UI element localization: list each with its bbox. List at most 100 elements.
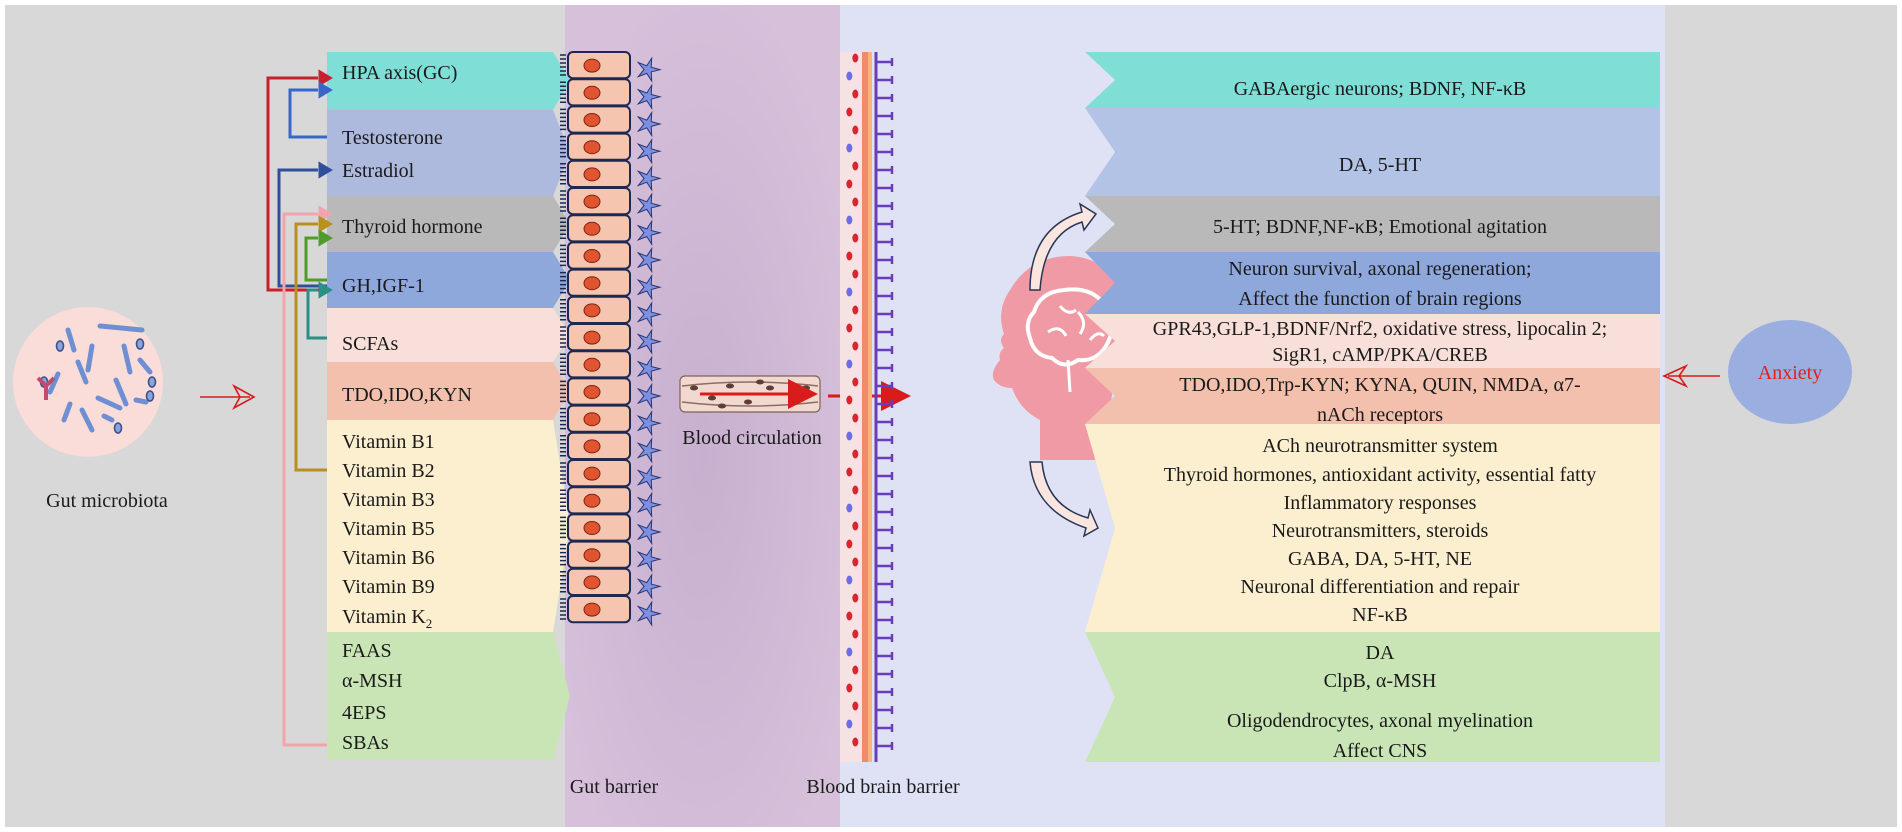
bacterium-shape: [97, 323, 145, 333]
immune-cell: [636, 137, 662, 165]
microvilli: [560, 108, 566, 131]
left-factor-band: [327, 420, 570, 632]
left-factor-band: [327, 110, 570, 196]
bbb-blood-cell: [846, 503, 853, 513]
bbb-blood-cell: [852, 53, 859, 63]
bbb-blood-cell: [846, 215, 853, 225]
left-factor-label: Estradiol: [342, 160, 415, 182]
bacterium-shape: [147, 376, 157, 388]
gut-barrier-cells: [560, 51, 662, 627]
bbb-blood-cell: [846, 647, 853, 657]
gut-microbiota: Gut microbiota: [13, 307, 168, 512]
immune-cell: [636, 491, 662, 519]
bbb-blood-cell: [852, 341, 859, 351]
right-effect-label: Affect CNS: [1333, 740, 1428, 762]
right-effect-label: GABA, DA, 5-HT, NE: [1288, 548, 1472, 570]
bbb-blood-cell: [852, 413, 859, 423]
immune-cell: [636, 192, 662, 219]
red-blood-cell: [744, 399, 752, 405]
bbb-blood-cell: [852, 629, 859, 639]
bbb-basement: [868, 52, 872, 762]
left-factor-band: [327, 632, 570, 760]
cell-nucleus: [583, 521, 601, 535]
microvilli: [560, 190, 566, 212]
microvilli: [560, 271, 566, 294]
red-blood-cell: [766, 385, 774, 391]
microvilli: [560, 516, 566, 539]
bbb-blood-cell: [846, 575, 853, 585]
bbb-blood-cell: [852, 197, 859, 207]
immune-cell: [636, 83, 662, 111]
microbiota-to-factors-arrow: [200, 383, 256, 411]
immune-cell: [636, 437, 662, 464]
bacterium-shape: [95, 395, 123, 411]
bacterium-shape: [47, 371, 61, 395]
right-effect-label: SigR1, cAMP/PKA/CREB: [1272, 344, 1488, 366]
cell-nucleus: [583, 493, 601, 508]
cell-nucleus: [583, 602, 601, 617]
bbb-blood-cell: [852, 89, 859, 99]
feedback-link-arrowhead: [318, 69, 333, 87]
left-factor-band: [327, 308, 570, 362]
feedback-link: [288, 88, 327, 139]
left-factor-label: SBAs: [342, 732, 389, 754]
anxiety-node: Anxiety: [1728, 320, 1852, 424]
left-factor-label: Vitamin B1: [342, 431, 435, 453]
right-effect-label: Neurotransmitters, steroids: [1272, 520, 1489, 542]
immune-cell: [636, 110, 662, 138]
left-factor-label: Vitamin B3: [342, 489, 435, 511]
curved-arrow-up: [1029, 202, 1098, 291]
microvilli: [560, 543, 566, 566]
immune-cell: [636, 219, 662, 247]
left-factor-band: [327, 196, 570, 252]
bbb-blood-cell: [846, 431, 853, 441]
microvilli: [560, 244, 566, 267]
right-effect-band: [1085, 52, 1660, 108]
bacterium-shape: [137, 357, 153, 375]
microvilli: [560, 299, 566, 321]
bacterium-shape: [61, 401, 73, 423]
immune-cell: [636, 600, 662, 627]
left-factor-label: Vitamin B9: [342, 576, 435, 598]
cell-nucleus: [583, 412, 601, 427]
bacterium-shape: [113, 422, 123, 434]
bbb-blood-cell: [852, 125, 859, 135]
left-factor-label: Vitamin K2: [342, 606, 432, 631]
right-effect-label: 5-HT; BDNF,NF-κB; Emotional agitation: [1213, 216, 1547, 238]
microbiota-label: Gut microbiota: [46, 490, 168, 512]
right-effect-label: DA: [1366, 642, 1395, 664]
feedback-link: [282, 212, 327, 747]
bacterium-shape: [135, 338, 145, 350]
bbb-blood-cell: [846, 467, 853, 477]
left-factor-column: HPA axis(GC)TestosteroneEstradiolThyroid…: [327, 52, 570, 760]
immune-cell: [636, 165, 662, 192]
red-blood-cell: [690, 385, 698, 391]
right-effect-label: GPR43,GLP-1,BDNF/Nrf2, oxidative stress,…: [1153, 318, 1607, 340]
microvilli: [560, 489, 566, 511]
immune-cell: [636, 545, 662, 573]
cell-nucleus: [583, 357, 601, 372]
bbb-blood-cell: [852, 305, 859, 315]
microvilli: [560, 326, 566, 348]
feedback-links: [266, 69, 333, 747]
bbb-blood-cell: [852, 593, 859, 603]
bacterium-shape: [101, 413, 115, 423]
red-blood-cell: [726, 383, 734, 389]
bbb-blood-cell: [852, 449, 859, 459]
left-factor-band: [327, 252, 570, 308]
bacterium-shape: [75, 359, 89, 385]
immune-cell: [636, 518, 662, 546]
cell-nucleus: [583, 167, 601, 182]
bbb-blood-cell: [846, 359, 853, 369]
bbb-blood-cell: [852, 737, 859, 747]
left-factor-label: GH,IGF-1: [342, 275, 425, 297]
immune-cell: [636, 301, 662, 328]
feedback-link-arrowhead: [318, 281, 333, 299]
microvilli: [560, 571, 566, 593]
cell-nucleus: [583, 575, 601, 590]
feedback-link: [306, 288, 327, 340]
microvilli: [560, 380, 566, 403]
cell-nucleus: [583, 466, 601, 481]
